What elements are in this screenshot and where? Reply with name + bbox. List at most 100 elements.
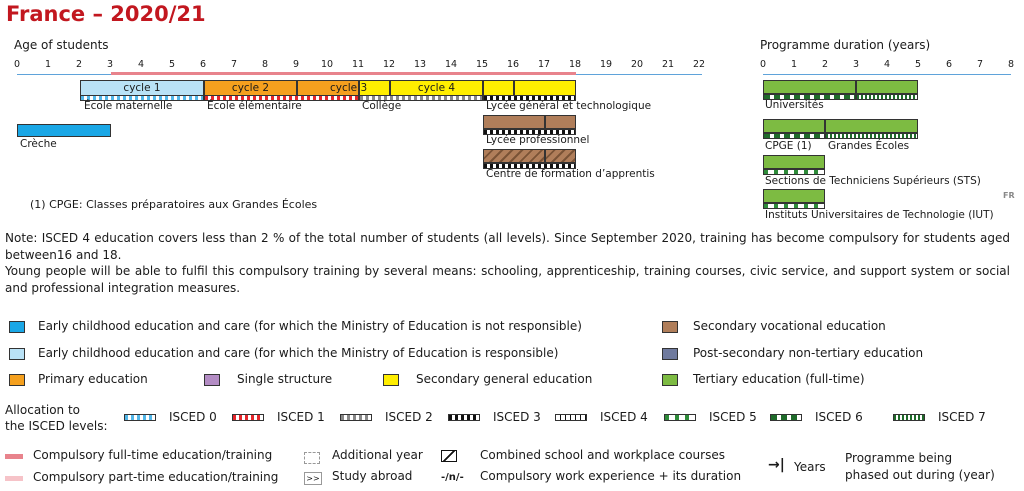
cycle-4-block: cycle 4 <box>390 80 483 96</box>
cpge-footnote: (1) CPGE: Classes préparatoires aux Gran… <box>30 198 318 211</box>
cfa-label: Centre de formation d’apprentis <box>486 168 655 180</box>
isced3-strip <box>483 95 576 101</box>
part-time-label: Compulsory part-time education/training <box>33 470 279 484</box>
legend-swatch-postsec <box>662 348 678 360</box>
age-tick: 3 <box>106 59 114 70</box>
legend-swatch-secvoc <box>662 321 678 333</box>
sts-isced5 <box>763 169 825 175</box>
legend-secvoc: Secondary vocational education <box>693 319 886 333</box>
age-tick: 4 <box>137 59 145 70</box>
iut-isced5 <box>763 203 825 209</box>
programme-tick: 3 <box>852 59 860 70</box>
age-tick: 13 <box>413 59 427 70</box>
college-label: Collège <box>362 100 402 112</box>
age-tick: 16 <box>506 59 520 70</box>
age-tick: 12 <box>382 59 396 70</box>
age-tick: 0 <box>13 59 21 70</box>
compulsory-education-bar <box>111 72 576 75</box>
elementaire-label: École élémentaire <box>207 100 302 112</box>
age-tick: 20 <box>630 59 644 70</box>
additional-year-swatch <box>304 452 320 464</box>
creche-label: Crèche <box>20 138 57 150</box>
cpge-bar <box>763 119 825 133</box>
universites-isced6 <box>763 94 856 100</box>
age-tick: 21 <box>661 59 675 70</box>
age-tick: 15 <box>475 59 489 70</box>
isced-level-label: ISCED 3 <box>493 410 541 424</box>
age-axis-heading: Age of students <box>14 38 109 52</box>
programme-tick: 0 <box>759 59 767 70</box>
years-label: Years <box>794 460 826 474</box>
age-tick: 1 <box>44 59 52 70</box>
combined-courses-icon <box>441 450 457 462</box>
note-paragraph-1: Note: ISCED 4 education covers less than… <box>5 231 1010 262</box>
age-tick: 17 <box>537 59 551 70</box>
cfa-bar-1 <box>483 149 545 163</box>
lycee-gt-block-2 <box>514 80 576 96</box>
isced-swatch-6 <box>770 414 802 421</box>
legend-primary: Primary education <box>38 372 148 386</box>
phased-out-label-2: phased out during (year) <box>845 468 995 482</box>
age-tick: 6 <box>199 59 207 70</box>
isced-level-label: ISCED 5 <box>709 410 757 424</box>
age-tick: 2 <box>75 59 83 70</box>
isced0-strip <box>80 95 204 101</box>
lycee-pro-bar-1 <box>483 115 545 129</box>
sts-label: Sections de Techniciens Supérieurs (STS) <box>765 175 981 187</box>
universites-isced7 <box>856 94 918 100</box>
legend-tertiary: Tertiary education (full-time) <box>693 372 865 386</box>
age-tick: 18 <box>568 59 582 70</box>
full-time-label: Compulsory full-time education/training <box>33 448 273 462</box>
isced-level-label: ISCED 4 <box>600 410 648 424</box>
legend-swatch-ecec-resp <box>9 348 25 360</box>
age-tick: 5 <box>168 59 176 70</box>
country-code: FR <box>1003 191 1015 200</box>
programme-tick: 2 <box>821 59 829 70</box>
isced-level-label: ISCED 0 <box>169 410 217 424</box>
legend-swatch-tertiary <box>662 374 678 386</box>
isced-swatch-1 <box>232 414 264 421</box>
age-tick: 8 <box>261 59 269 70</box>
grandes-ecoles-bar <box>825 119 918 133</box>
phased-out-label-1: Programme being <box>845 451 953 465</box>
maternelle-label: École maternelle <box>84 100 173 112</box>
years-arrow-icon: →| <box>768 457 785 473</box>
legend-swatch-secgen <box>383 374 399 386</box>
cpge-isced6 <box>763 133 825 139</box>
isced1-strip <box>204 95 359 101</box>
programme-tick: 4 <box>883 59 891 70</box>
lycee-gt-label: Lycée général et technologique <box>486 100 652 112</box>
isced2-strip <box>359 95 483 101</box>
part-time-swatch <box>5 476 23 481</box>
allocation-label-2: the ISCED levels: <box>5 419 108 433</box>
isced-swatch-4 <box>555 414 587 421</box>
full-time-swatch <box>5 454 23 459</box>
cpge-label: CPGE (1) <box>765 140 812 152</box>
age-tick: 22 <box>692 59 706 70</box>
lycee-gt-block-1 <box>483 80 514 96</box>
isced-level-label: ISCED 2 <box>385 410 433 424</box>
isced-level-label: ISCED 7 <box>938 410 986 424</box>
note-paragraph-2: Young people will be able to fulfil this… <box>5 264 1010 295</box>
legend-swatch-single <box>204 374 220 386</box>
additional-year-label: Additional year <box>332 448 423 462</box>
isced-swatch-2 <box>340 414 372 421</box>
combined-courses-label: Combined school and workplace courses <box>480 448 725 462</box>
universites-bar-2 <box>856 80 918 94</box>
cycle-2-block: cycle 2 <box>204 80 297 96</box>
legend-swatch-ecec-not <box>9 321 25 333</box>
isced-swatch-5 <box>664 414 696 421</box>
cfa-isced3 <box>483 163 576 169</box>
work-exp-label: Compulsory work experience + its duratio… <box>480 469 742 483</box>
work-exp-icon: -/n/- <box>441 472 464 483</box>
universites-label: Universités <box>765 99 824 111</box>
age-tick: 14 <box>444 59 458 70</box>
grandes-ecoles-isced7 <box>825 133 918 139</box>
isced-level-label: ISCED 6 <box>815 410 863 424</box>
programme-tick: 8 <box>1007 59 1015 70</box>
isced-swatch-3 <box>448 414 480 421</box>
universites-bar-1 <box>763 80 856 94</box>
isced-swatch-7 <box>893 414 925 421</box>
page-title: France – 2020/21 <box>6 2 206 26</box>
legend-postsec: Post-secondary non-tertiary education <box>693 346 924 360</box>
